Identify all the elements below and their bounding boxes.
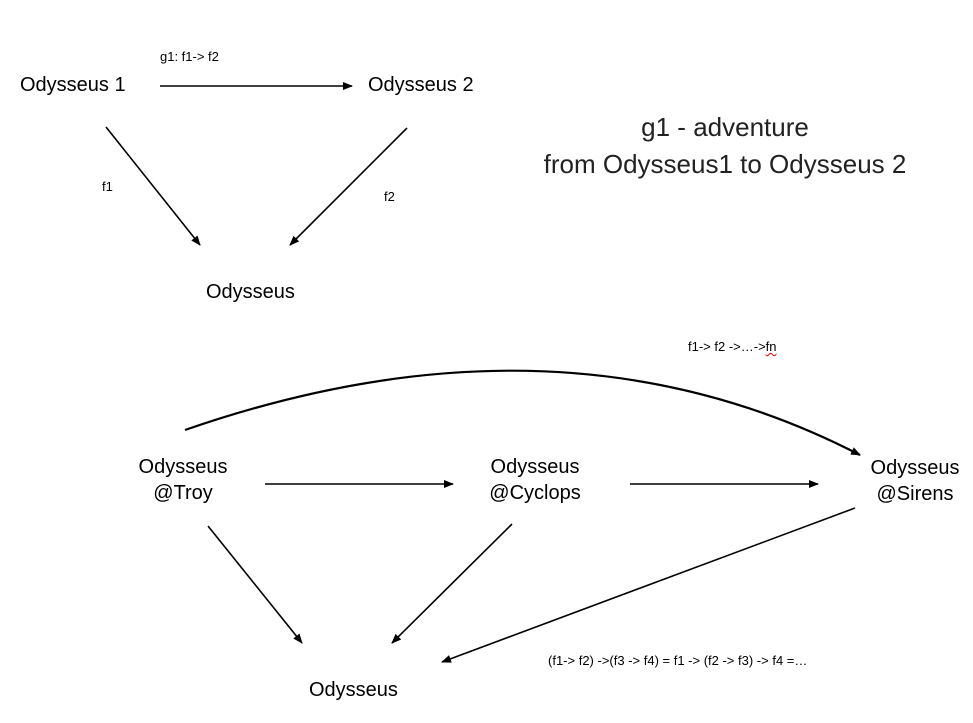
node-troy-line1: Odysseus xyxy=(138,456,228,478)
arrow-cyclops-odysseus xyxy=(391,523,513,644)
node-odysseus-1: Odysseus 1 xyxy=(20,74,126,96)
node-odysseus-top: Odysseus xyxy=(206,281,295,303)
associativity-label: (f1-> f2) ->(f3 -> f4) = f1 -> (f2 -> f3… xyxy=(548,653,808,668)
edge-label-f2: f2 xyxy=(384,189,395,204)
curve-label-prefix: f1-> f2 ->…-> xyxy=(688,339,766,354)
node-odysseus-cyclops: Odysseus @Cyclops xyxy=(489,454,580,506)
node-odysseus-troy: Odysseus @Troy xyxy=(139,454,228,506)
edge-label-f1: f1 xyxy=(102,179,113,194)
curve-label: f1-> f2 ->…->fn xyxy=(688,340,777,353)
arrow-curve-troy-sirens xyxy=(184,369,861,456)
node-odysseus-2: Odysseus 2 xyxy=(368,74,474,96)
node-cyclops-line2: @Cyclops xyxy=(489,482,581,504)
node-sirens-line2: @Sirens xyxy=(876,483,954,505)
arrow-troy-odysseus xyxy=(207,525,303,644)
node-odysseus-bottom: Odysseus xyxy=(309,679,398,701)
node-sirens-line1: Odysseus xyxy=(870,457,960,479)
node-odysseus-sirens: Odysseus @Sirens xyxy=(871,455,960,507)
arrow-f1 xyxy=(105,126,201,246)
curve-label-suffix: fn xyxy=(765,339,777,354)
arrow-sirens-odysseus xyxy=(441,507,856,663)
edge-label-g1: g1: f1-> f2 xyxy=(160,49,219,64)
caption-line-2: from Odysseus1 to Odysseus 2 xyxy=(543,149,907,179)
node-troy-line2: @Troy xyxy=(153,482,213,504)
node-cyclops-line1: Odysseus xyxy=(490,456,580,478)
arrow-f2 xyxy=(289,127,408,246)
caption-line-1: g1 - adventure xyxy=(641,112,809,142)
